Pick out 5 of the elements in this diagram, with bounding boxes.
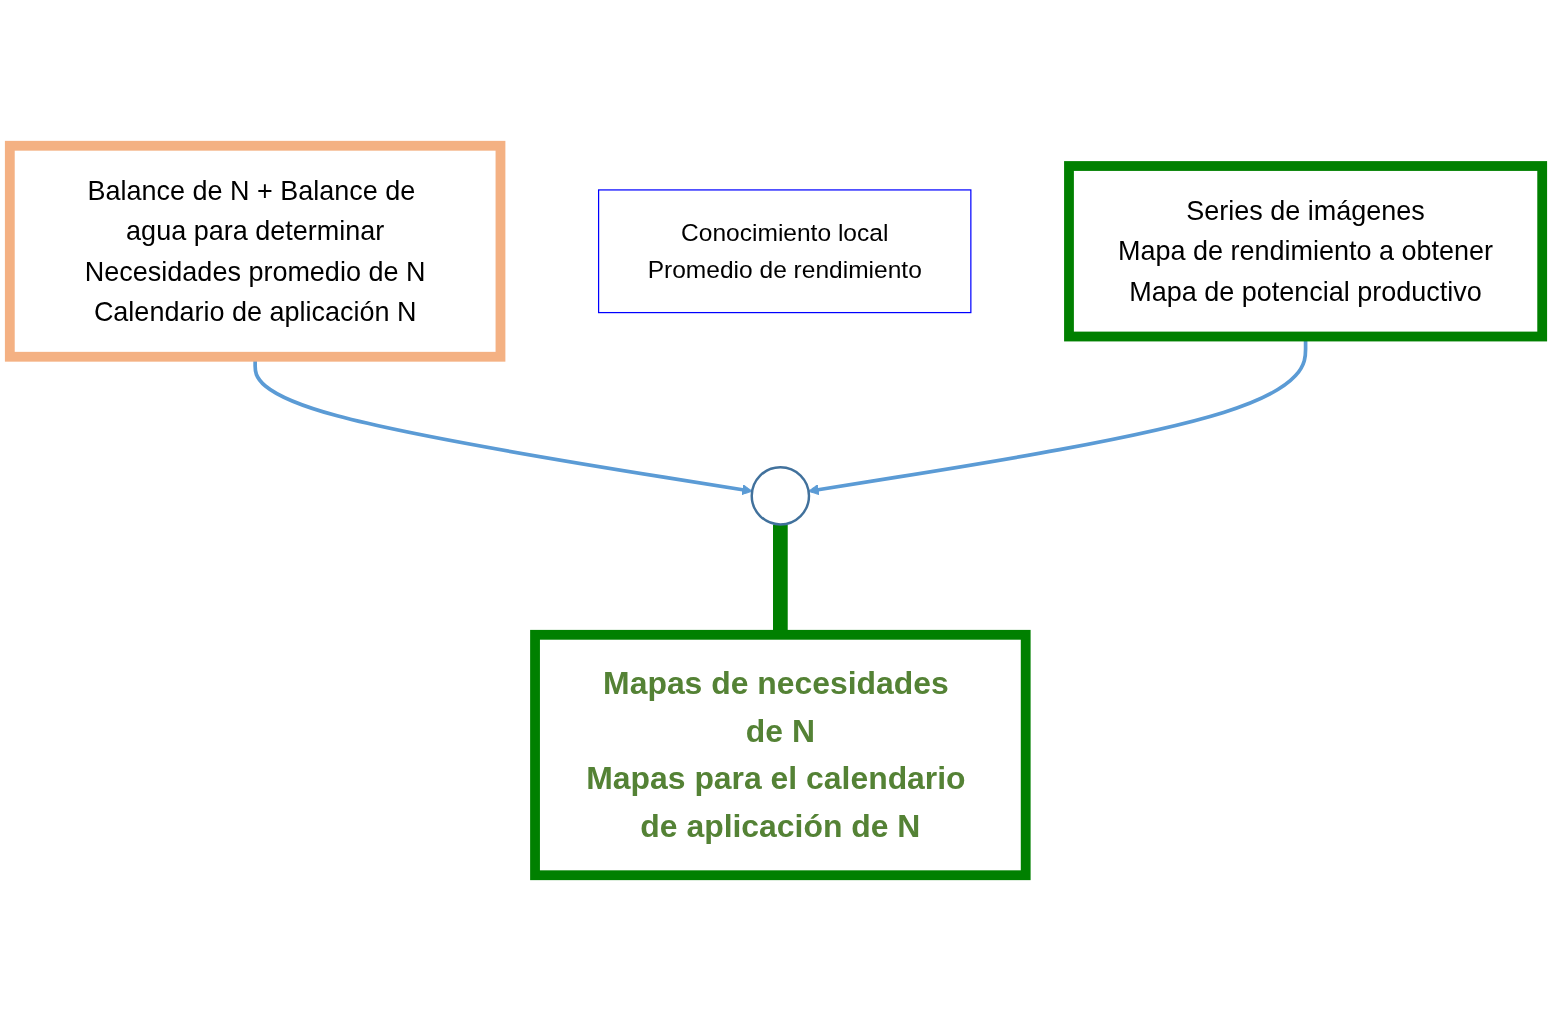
node-box [598, 189, 972, 314]
node-box [4, 140, 506, 362]
node-box [1064, 161, 1548, 342]
node-circle [750, 465, 811, 526]
node-box [530, 629, 1031, 881]
